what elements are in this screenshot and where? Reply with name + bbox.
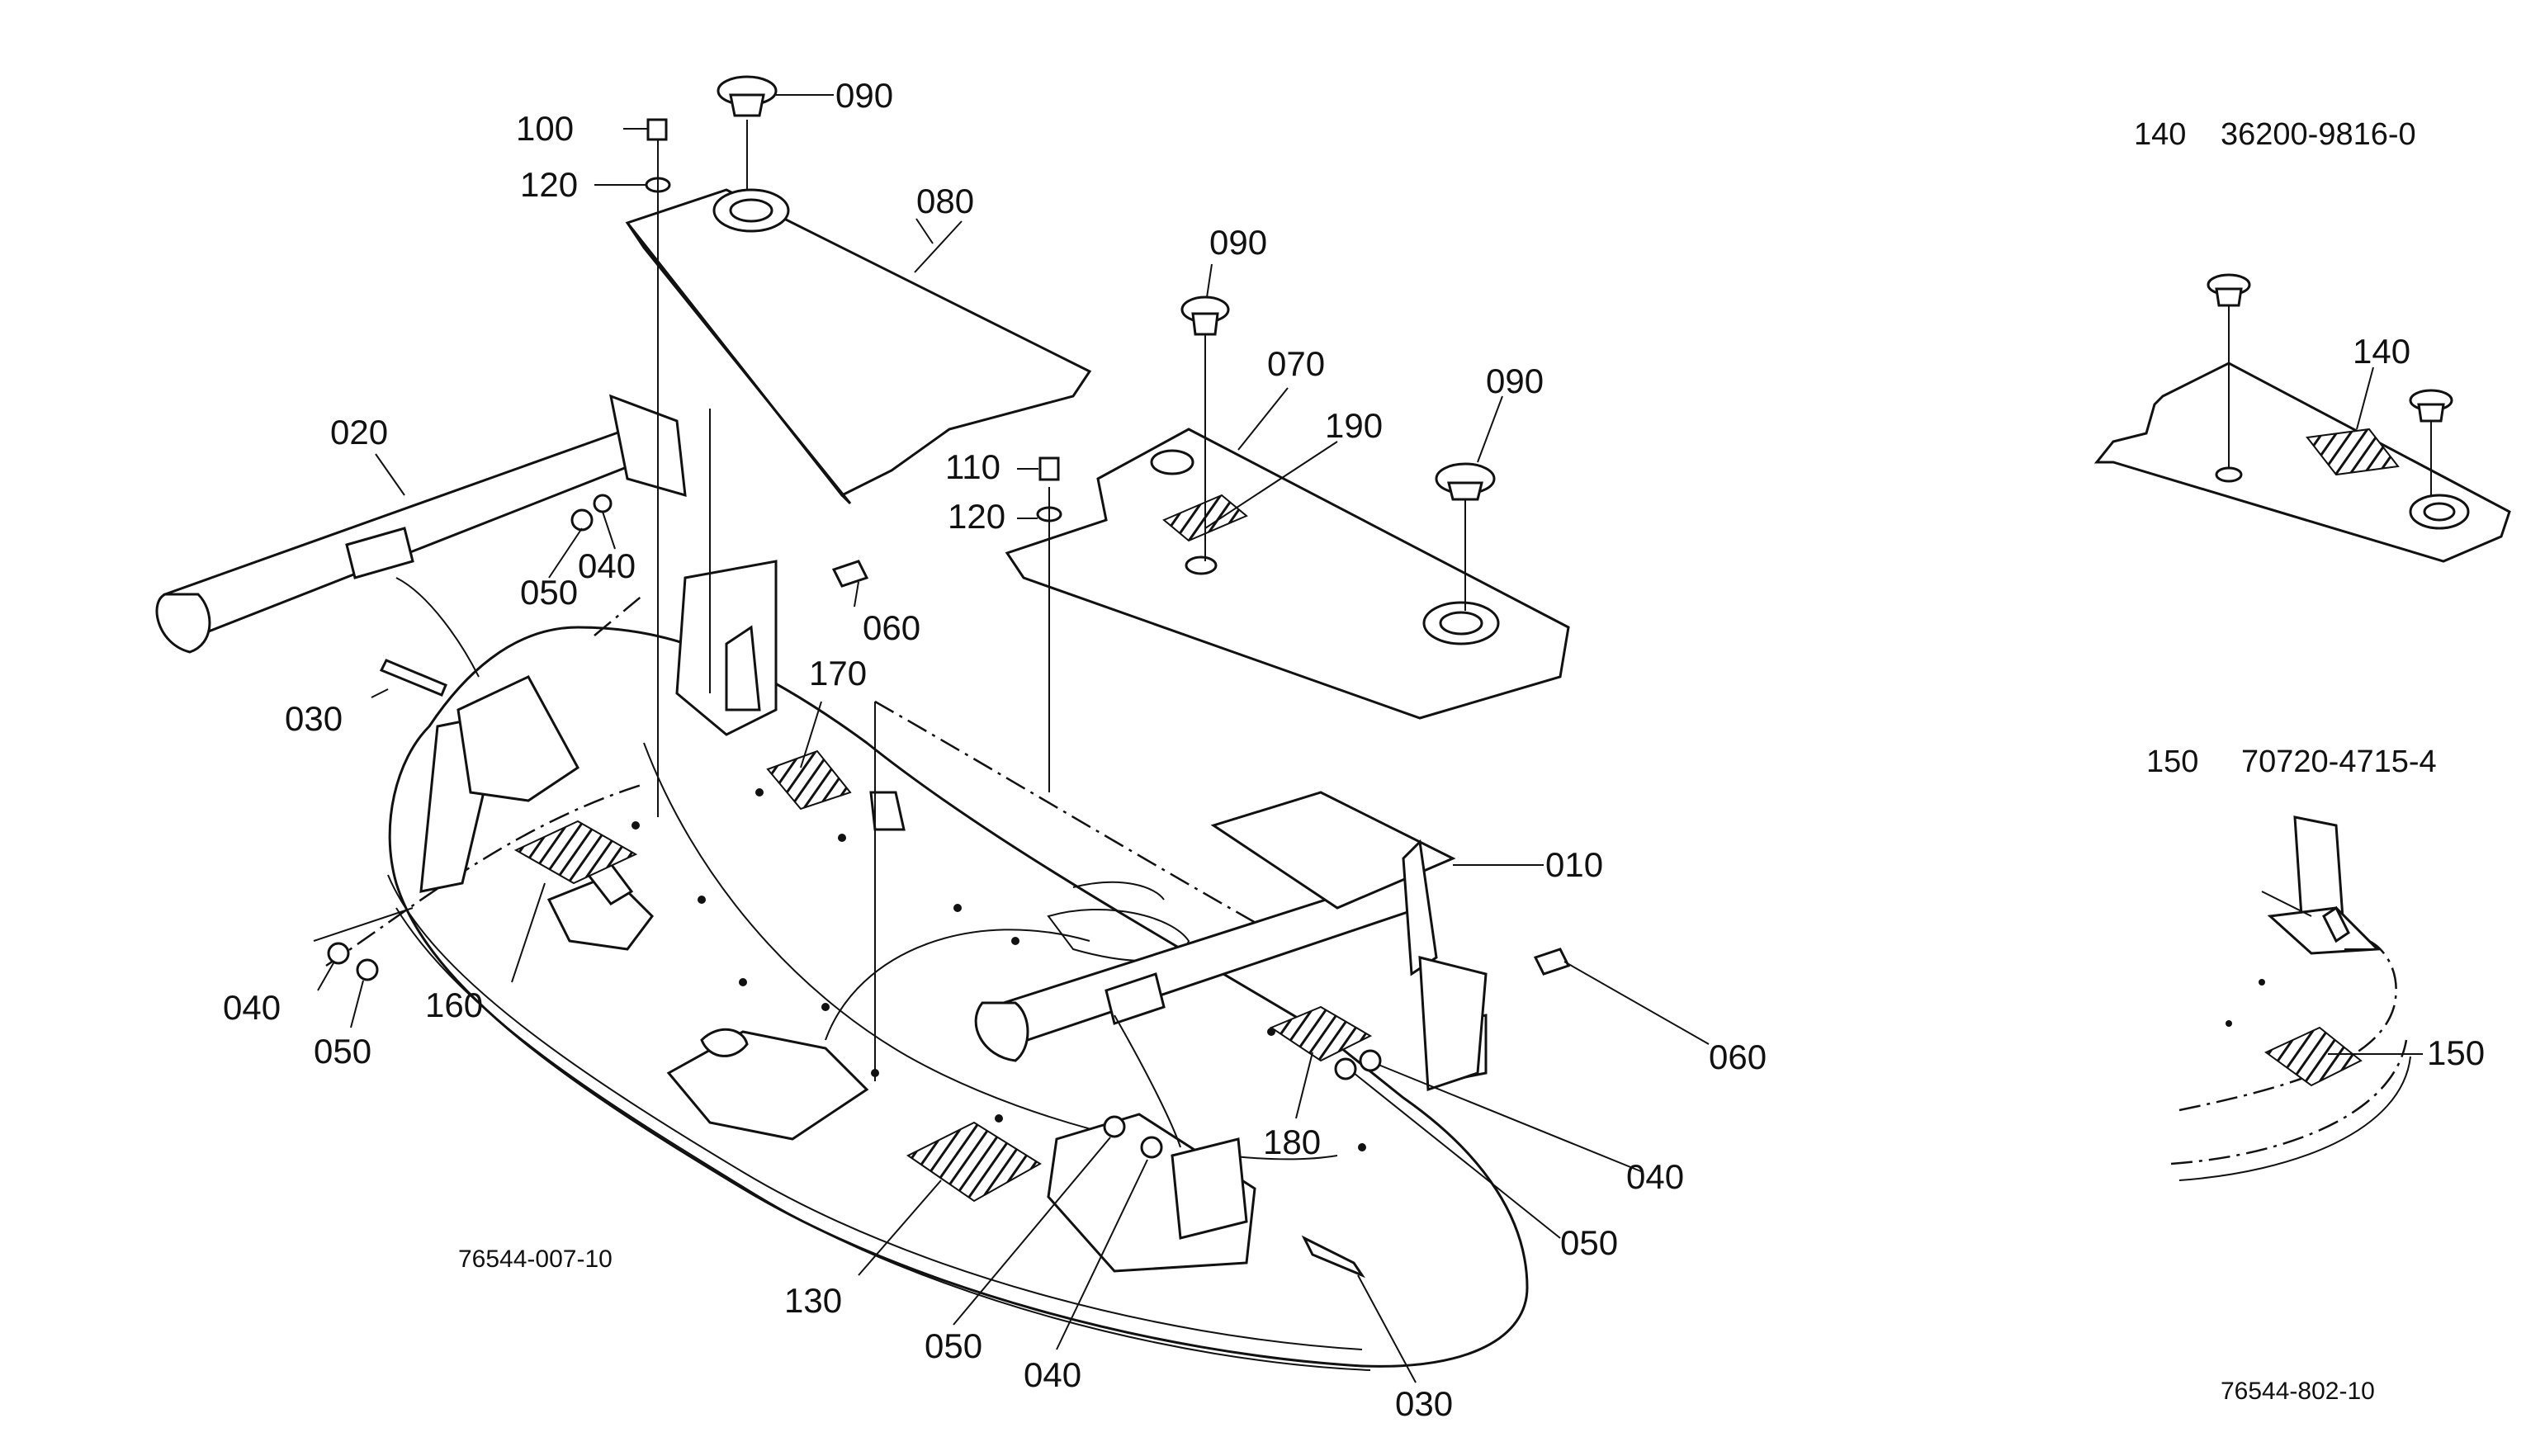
callout-150: 150 xyxy=(2427,1033,2485,1072)
callout-040: 040 xyxy=(578,546,636,585)
callout-120: 120 xyxy=(520,165,578,204)
hardware xyxy=(327,118,1571,1279)
inset-headers: 140 36200-9816-0 150 70720-4715-4 xyxy=(2134,117,2437,779)
callout-080: 080 xyxy=(916,182,974,220)
inset-150 xyxy=(2170,815,2423,1181)
callout-120: 120 xyxy=(948,497,1005,536)
callout-050: 050 xyxy=(314,1032,371,1071)
callout-010: 010 xyxy=(1545,845,1603,884)
callout-170: 170 xyxy=(809,654,867,693)
callout-180: 180 xyxy=(1263,1123,1321,1161)
cover-080 xyxy=(625,188,1092,505)
drawing-number-inset: 76544-802-10 xyxy=(2221,1378,2375,1405)
callout-130: 130 xyxy=(784,1281,842,1320)
callout-030: 030 xyxy=(1395,1384,1453,1423)
callout-050: 050 xyxy=(520,573,578,612)
callout-090: 090 xyxy=(1486,362,1544,400)
inset-150-item: 150 xyxy=(2146,745,2198,779)
inset-140 xyxy=(2093,273,2511,563)
callout-160: 160 xyxy=(425,986,483,1024)
callout-040: 040 xyxy=(223,988,281,1027)
decal-170 xyxy=(766,749,852,811)
callout-030: 030 xyxy=(285,699,343,738)
callout-040: 040 xyxy=(1024,1355,1081,1394)
callout-090: 090 xyxy=(835,76,893,115)
callout-040: 040 xyxy=(1626,1157,1684,1196)
callout-070: 070 xyxy=(1267,344,1325,383)
callout-090: 090 xyxy=(1209,223,1267,262)
assembly-lines xyxy=(313,120,1466,1148)
leader-lines xyxy=(317,94,1710,1383)
lift-arm-020 xyxy=(155,394,687,654)
callout-050: 050 xyxy=(1560,1223,1618,1262)
drawing-number-main: 76544-007-10 xyxy=(458,1246,613,1273)
lift-arm-010 xyxy=(974,791,1488,1092)
callout-100: 100 xyxy=(516,109,574,148)
decal-130 xyxy=(906,1121,1042,1203)
callout-020: 020 xyxy=(330,413,388,451)
callout-060: 060 xyxy=(1709,1038,1767,1076)
decal-160 xyxy=(513,820,638,885)
mower-deck xyxy=(325,560,1529,1371)
callout-060: 060 xyxy=(863,608,920,647)
callout-050: 050 xyxy=(925,1326,982,1365)
cover-070 xyxy=(1005,428,1570,720)
callout-140: 140 xyxy=(2353,332,2410,371)
inset-140-part-number: 36200-9816-0 xyxy=(2221,117,2416,152)
callout-190: 190 xyxy=(1325,406,1383,445)
caps-090 xyxy=(717,75,1496,501)
callout-110: 110 xyxy=(945,447,1000,486)
inset-140-item: 140 xyxy=(2134,117,2186,152)
callout-labels: 100 120 090 080 090 070 190 090 110 120 … xyxy=(223,76,2485,1423)
inset-150-part-number: 70720-4715-4 xyxy=(2241,745,2437,779)
decal-180 xyxy=(1269,1005,1373,1062)
